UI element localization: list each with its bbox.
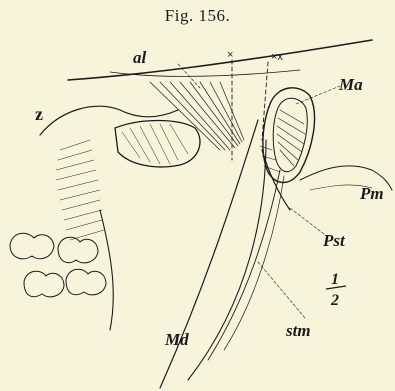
articular-region [115, 121, 200, 167]
label-pm: Pm [359, 184, 384, 203]
scale-numerator: 1 [331, 271, 339, 288]
marker-x2-line [262, 62, 268, 140]
al-ligament-lines [150, 82, 244, 150]
label-md: Md [164, 330, 189, 349]
jaw-outline [100, 210, 113, 330]
leader-ma [296, 86, 340, 104]
label-stm: stm [285, 321, 311, 340]
skull-base-outline [68, 40, 372, 80]
ma-hatching [277, 110, 305, 166]
mandible-right-edge [188, 140, 266, 380]
stm-ligament-2 [224, 176, 284, 350]
zygoma-hatching [56, 140, 104, 240]
leader-pst [290, 208, 324, 234]
articular-hatching [122, 124, 188, 164]
label-x2: ×x [271, 51, 283, 63]
stm-ligament [208, 170, 280, 360]
label-x1: × [227, 49, 233, 61]
leader-stm [258, 262, 305, 318]
label-pst: Pst [322, 231, 346, 250]
scale-denominator: 2 [330, 292, 339, 309]
label-z: z [35, 104, 43, 124]
teeth [10, 233, 106, 297]
label-ma: Ma [338, 75, 363, 94]
label-al: al [133, 48, 147, 67]
